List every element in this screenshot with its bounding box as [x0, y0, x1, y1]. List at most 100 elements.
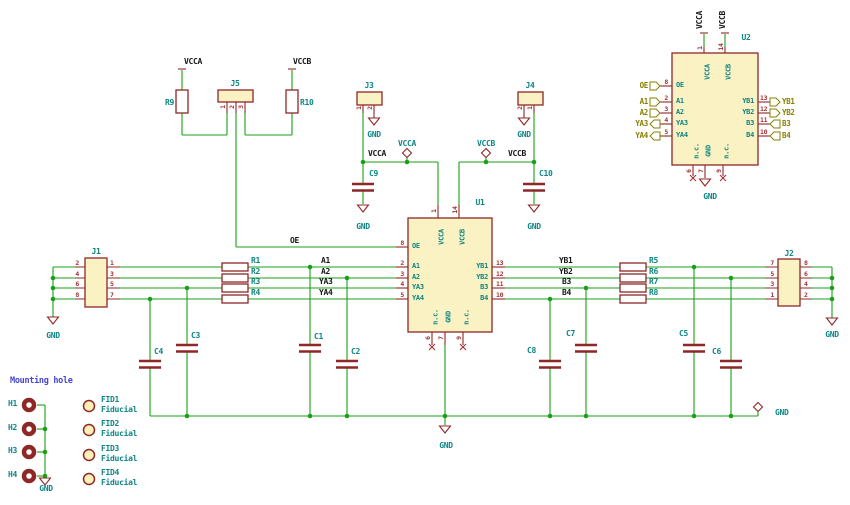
- ref-c1: C1: [314, 332, 324, 341]
- u1-pin-name: n.c.: [462, 309, 471, 325]
- mounting-hole-icon: [21, 468, 37, 484]
- j3-body: [356, 91, 383, 106]
- u1-body: [407, 217, 493, 333]
- net-label-vccb-top: VCCB: [292, 57, 312, 66]
- u1-pin-num: 11: [496, 279, 504, 288]
- junction-dot: [583, 413, 589, 419]
- net-label-oe: OE: [290, 236, 300, 245]
- hier-label-a2: A2: [639, 107, 649, 117]
- gnd-label: GND: [439, 441, 453, 450]
- ref-fid1: FID1: [101, 395, 120, 404]
- j1-pin-num: 7: [110, 290, 114, 299]
- net-label-b3: B3: [562, 277, 572, 286]
- junction-dot: [728, 413, 734, 419]
- junction-dot: [344, 413, 350, 419]
- net-label-yb2: YB2: [559, 267, 573, 276]
- u1-pin-num: 12: [496, 269, 504, 278]
- j2-pin-num: 1: [770, 290, 774, 299]
- ref-j1: J1: [91, 247, 101, 256]
- j1-pin-num: 3: [110, 269, 114, 278]
- ref-j5: J5: [230, 79, 240, 88]
- gnd-symbol-icon: [825, 317, 839, 326]
- hier-label-shape: [649, 108, 661, 118]
- mounting-hole-icon: [21, 421, 37, 437]
- ref-c2: C2: [351, 347, 361, 356]
- ref-u1: U1: [475, 198, 485, 207]
- gnd-flag-label: GND: [775, 408, 789, 417]
- u2-pin-name: A1: [676, 97, 684, 105]
- net-label-a2: A2: [321, 267, 331, 276]
- hier-label-ya3: YA3: [635, 118, 648, 128]
- j4-pin-num: 1: [525, 106, 534, 110]
- hier-label-shape: [649, 119, 661, 129]
- ref-h1: H1: [8, 399, 18, 408]
- j1-pin-num: 1: [110, 258, 114, 267]
- junction-dot: [829, 285, 835, 291]
- u2-pin-num: 11: [760, 115, 768, 124]
- no-connect-x-icon: [459, 343, 467, 351]
- u1-pin-name: A1: [412, 262, 420, 270]
- u2-pin-name: B3: [746, 119, 754, 127]
- no-connect-x-icon: [719, 174, 727, 182]
- junction-dot: [50, 296, 56, 302]
- j1-pin-num: 5: [110, 279, 114, 288]
- ref-r7: R7: [649, 277, 659, 286]
- junction-dot: [483, 159, 489, 165]
- junction-dot: [50, 275, 56, 281]
- hier-label-yb1: YB1: [782, 96, 795, 106]
- j1-pin-num: 2: [75, 258, 79, 267]
- u2-pin-num: 14: [716, 43, 725, 51]
- mounting-hole-icon: [21, 444, 37, 460]
- j4-body: [517, 91, 544, 106]
- j2-pin-num: 6: [804, 269, 808, 278]
- u2-pin-name: n.c.: [722, 143, 731, 159]
- r3-body: [221, 283, 249, 293]
- ref-c10: C10: [539, 169, 553, 178]
- u2-pin-num: 8: [664, 77, 668, 86]
- u2-pin-num: 3: [664, 104, 668, 113]
- u2-pin-num: 2: [664, 93, 668, 102]
- ref-r3: R3: [251, 277, 261, 286]
- junction-dot: [691, 264, 697, 270]
- j1-body: [84, 257, 108, 308]
- junction-dot: [307, 413, 313, 419]
- ref-c9: C9: [369, 169, 379, 178]
- junction-dot: [42, 449, 48, 455]
- gnd-label: GND: [527, 222, 541, 231]
- ref-u2: U2: [741, 33, 751, 42]
- junction-dot: [547, 296, 553, 302]
- u1-pin-num: 4: [400, 279, 404, 288]
- r5-body: [619, 262, 647, 272]
- gnd-symbol-icon: [38, 477, 52, 486]
- hier-label-shape: [649, 97, 661, 107]
- fiducial-note: Fiducial: [101, 429, 138, 438]
- u1-pin-num: 5: [400, 290, 404, 299]
- junction-dot: [42, 426, 48, 432]
- u2-pin-name: OE: [676, 81, 684, 89]
- gnd-symbol-icon: [517, 117, 531, 126]
- u1-pin-name: VCCB: [458, 229, 467, 245]
- u1-pin-num: 6: [423, 336, 432, 340]
- hier-label-oe: OE: [639, 80, 649, 90]
- u1-pin-name: A2: [412, 273, 420, 281]
- j5-pin-num: 3: [236, 105, 245, 109]
- j2-pin-num: 8: [804, 258, 808, 267]
- u2-pin-num: 12: [760, 104, 768, 113]
- u2-pin-num: 10: [760, 127, 768, 136]
- fiducial-note: Fiducial: [101, 405, 138, 414]
- ref-r5: R5: [649, 256, 659, 265]
- r4-body: [221, 294, 249, 304]
- u2-pin-name: VCCB: [724, 64, 733, 80]
- u1-pin-num: 10: [496, 290, 504, 299]
- u1-pin-name: VCCA: [437, 229, 446, 245]
- fiducial-icon: [82, 423, 96, 437]
- u1-pin-num: 9: [454, 336, 463, 340]
- ref-c4: C4: [154, 347, 164, 356]
- hier-label-a1: A1: [639, 96, 649, 106]
- ref-c3: C3: [191, 331, 201, 340]
- hier-label-shape: [769, 108, 781, 118]
- ref-j3: J3: [364, 81, 374, 90]
- ref-r6: R6: [649, 267, 659, 276]
